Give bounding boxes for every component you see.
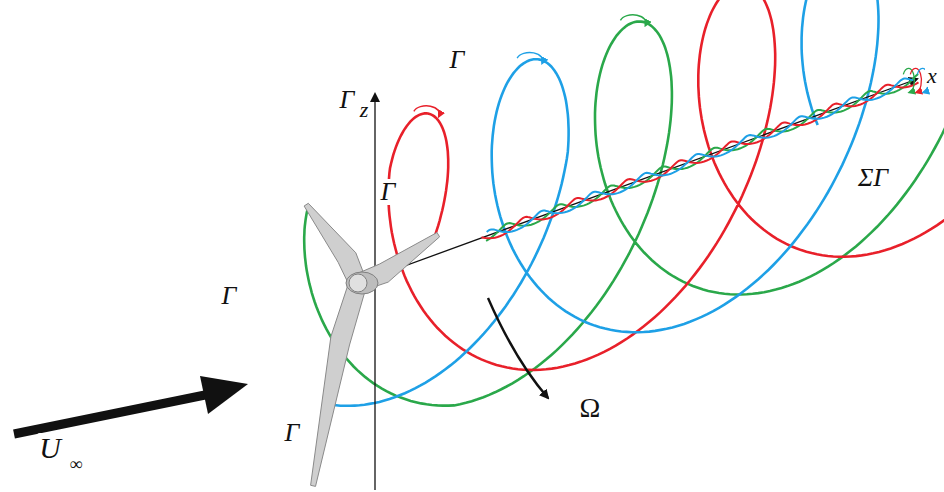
circulation-arrow — [517, 53, 543, 64]
circulation-arrow — [414, 106, 440, 117]
root-vortex — [486, 74, 918, 241]
symbol-label: x — [925, 65, 939, 87]
symbol-label: Γ — [379, 179, 398, 205]
helical-vortices — [304, 0, 944, 406]
z-axis — [374, 94, 375, 490]
symbol-label: Γ — [220, 283, 239, 309]
freestream-arrow-shaft — [14, 395, 205, 434]
symbol-label: z — [358, 99, 371, 121]
symbol-label: Γ — [448, 47, 467, 73]
symbol-label: Γ — [283, 420, 302, 446]
root-vortex — [487, 79, 914, 233]
rotation-arrow — [488, 298, 548, 398]
rotor — [304, 203, 440, 486]
blade — [311, 281, 367, 486]
freestream-arrow-head — [200, 376, 248, 414]
symbol-label: Γ — [338, 87, 357, 113]
tip-vortex-helix — [331, 0, 878, 406]
symbol-label: ∞ — [68, 455, 85, 473]
nacelle — [346, 272, 378, 294]
hub — [349, 274, 367, 292]
circulation-arrows — [414, 0, 929, 116]
symbol-label: ΣΓ — [856, 165, 890, 191]
circulation-arrow — [910, 68, 921, 92]
root-vortices — [482, 74, 919, 241]
root-vortex — [482, 82, 919, 238]
tip-vortex-helix — [388, 0, 944, 370]
circulation-arrow — [903, 68, 914, 92]
tip-vortex-helix — [304, 0, 944, 406]
symbol-label: Ω — [578, 394, 603, 422]
symbol-label: U — [37, 433, 63, 463]
circulation-arrow — [620, 15, 646, 26]
